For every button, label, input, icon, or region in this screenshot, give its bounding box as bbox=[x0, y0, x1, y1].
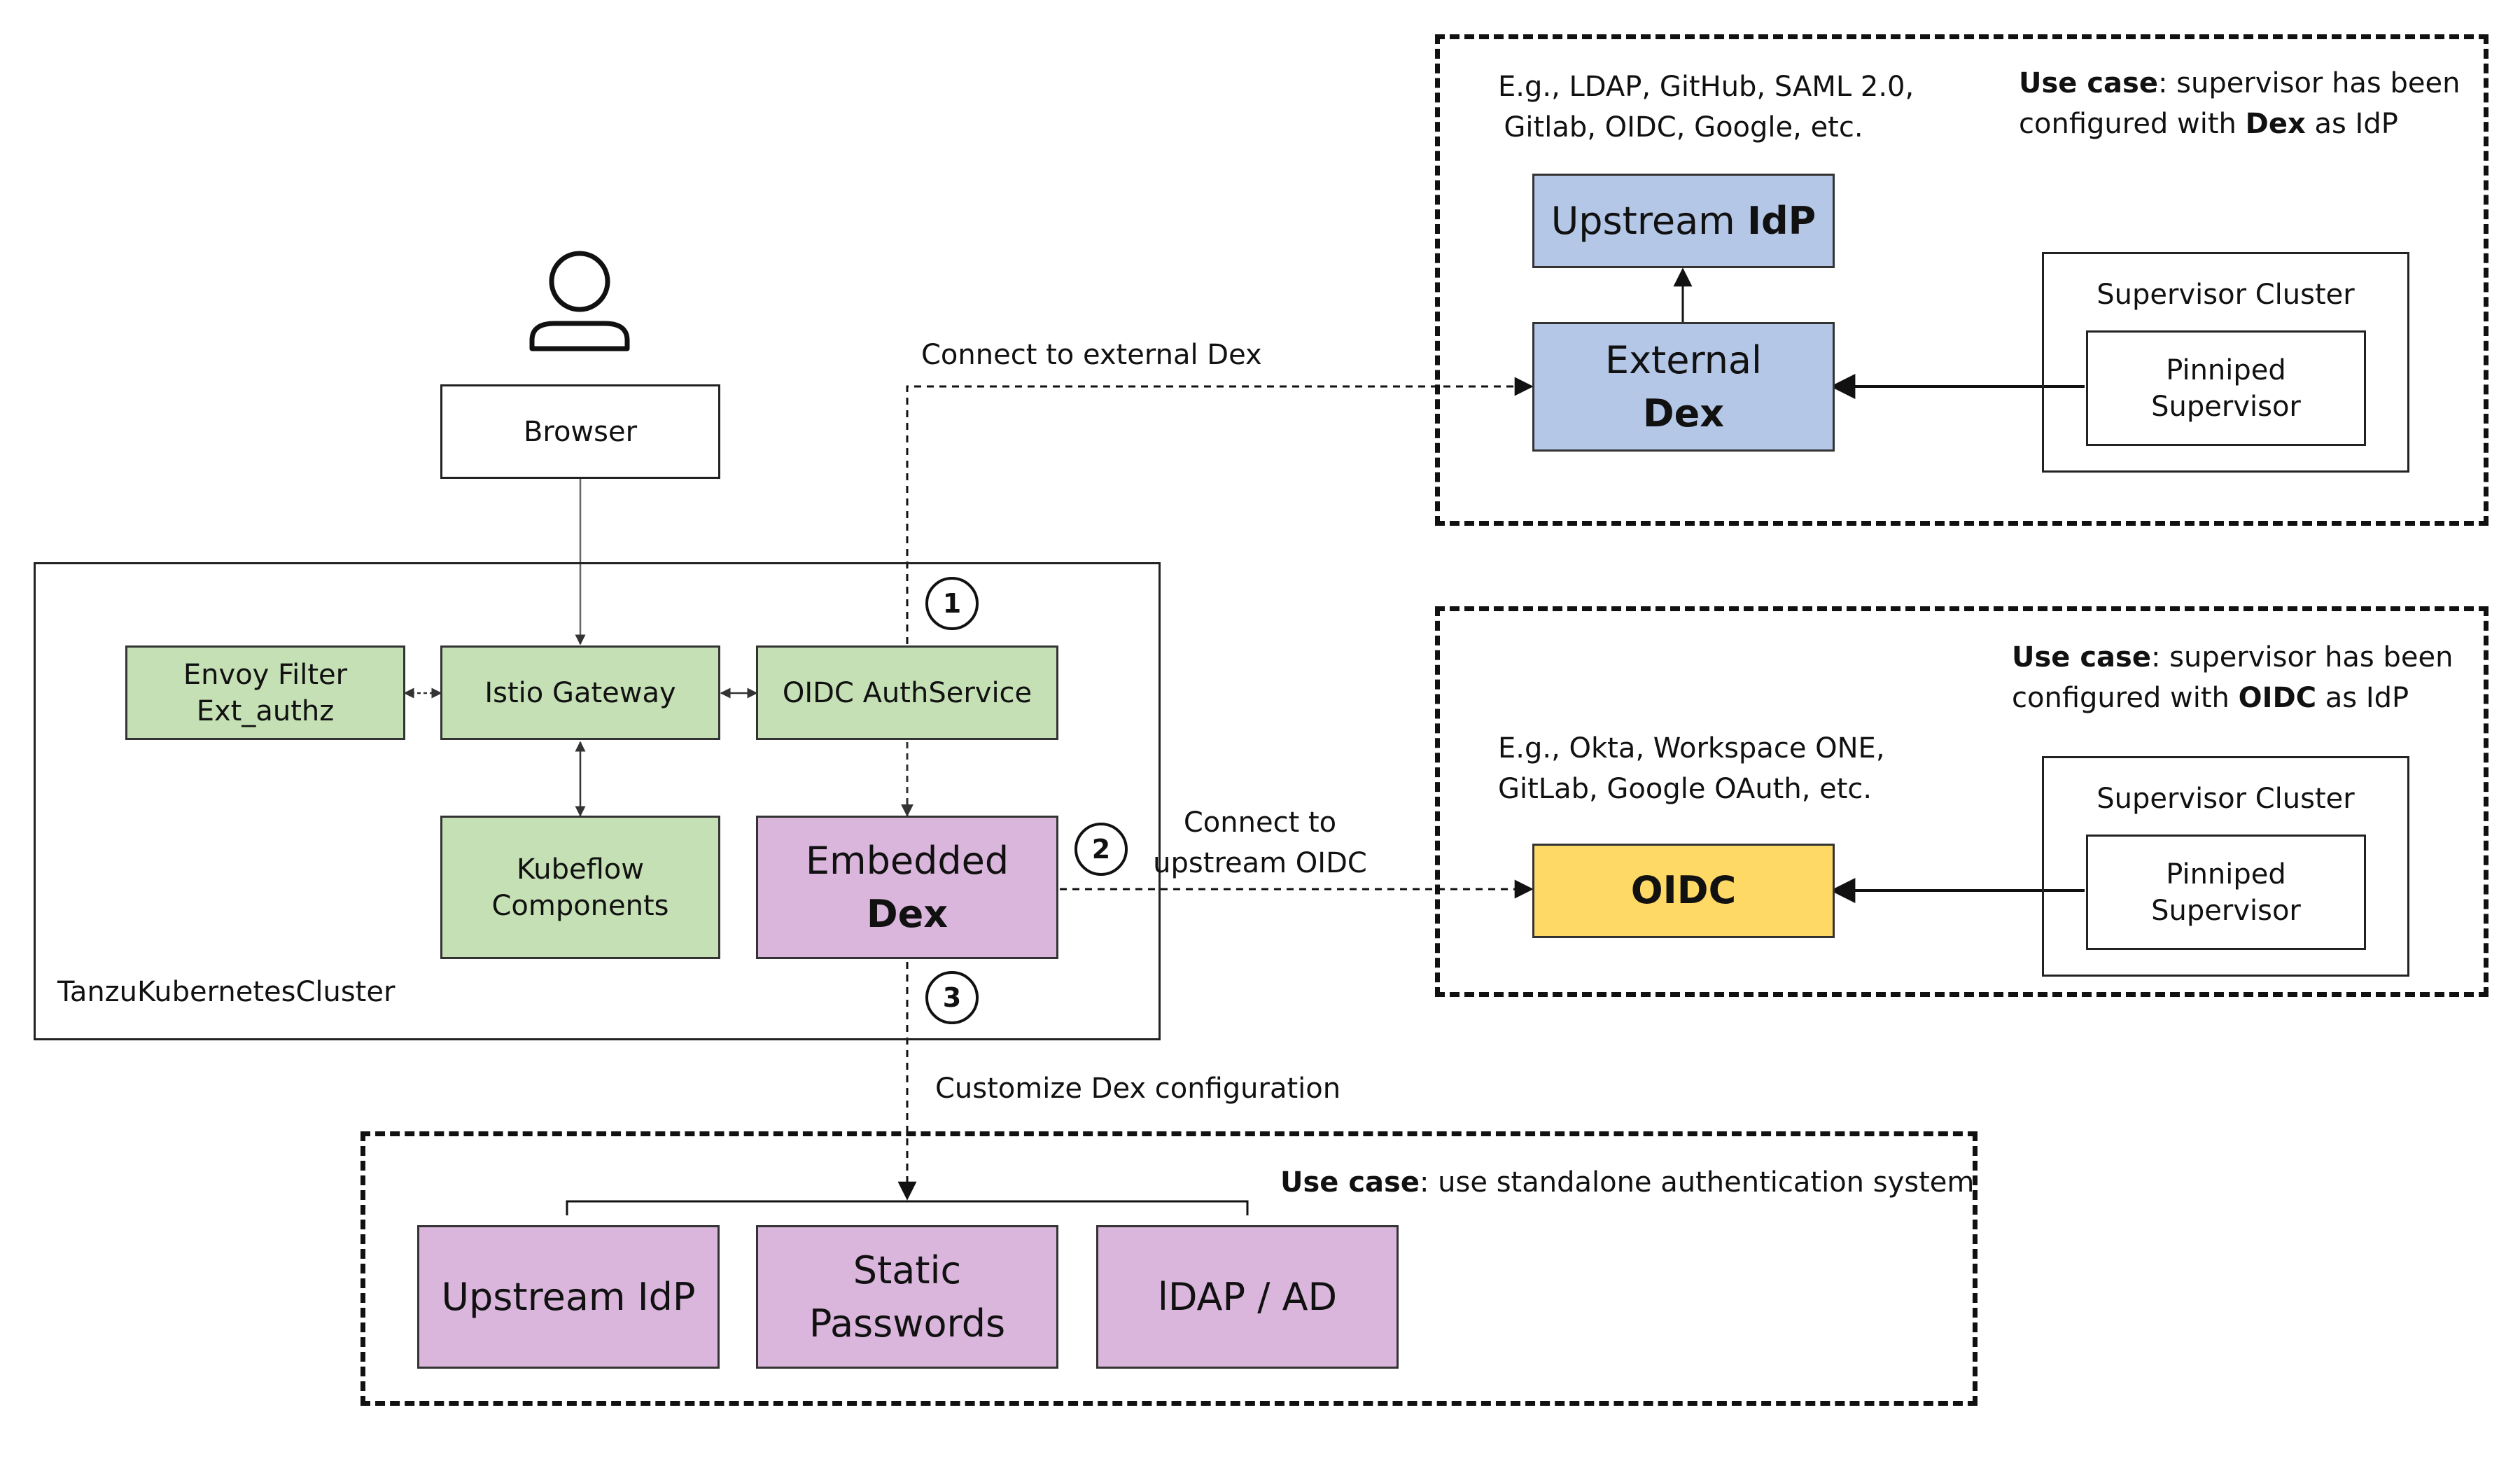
embedded-dex-box: Embedded Dex bbox=[756, 816, 1058, 959]
upstream-idp-bold: IdP bbox=[1746, 198, 1816, 243]
oidc-examples-text: E.g., Okta, Workspace ONE, GitLab, Googl… bbox=[1498, 728, 1885, 809]
static-passwords-line1: Static bbox=[853, 1248, 962, 1292]
oidc-pinniped-line2: Supervisor bbox=[2151, 894, 2301, 927]
oidc-label: OIDC bbox=[1630, 868, 1737, 913]
istio-gateway-box: Istio Gateway bbox=[440, 645, 720, 740]
envoy-filter-box: Envoy Filter Ext_authz bbox=[125, 645, 405, 740]
standalone-usecase-bold: Use case bbox=[1280, 1166, 1420, 1199]
oidc-usecase-line2-post: as IdP bbox=[2316, 682, 2409, 714]
external-examples-line2: Gitlab, OIDC, Google, etc. bbox=[1504, 111, 1863, 144]
envoy-filter-line1: Envoy Filter bbox=[183, 658, 348, 691]
browser-label: Browser bbox=[523, 415, 638, 448]
external-dex-line2: Dex bbox=[1642, 391, 1725, 435]
oidc-usecase-line1-rest: : supervisor has been bbox=[2150, 641, 2454, 673]
oidc-usecase-line2-bold: OIDC bbox=[2238, 682, 2317, 714]
oidc-supervisor-cluster-label: Supervisor Cluster bbox=[2096, 783, 2355, 815]
envoy-filter-line2: Ext_authz bbox=[196, 694, 335, 727]
kubeflow-line1: Kubeflow bbox=[517, 853, 644, 886]
tanzu-cluster-label: TanzuKubernetesCluster bbox=[57, 976, 396, 1008]
external-usecase-line2-bold: Dex bbox=[2245, 108, 2306, 140]
oidc-usecase-bold: Use case bbox=[2012, 641, 2151, 673]
tanzu-cluster-frame bbox=[34, 562, 1161, 1040]
external-supervisor-cluster-label: Supervisor Cluster bbox=[2096, 279, 2355, 311]
oidc-examples-line1: E.g., Okta, Workspace ONE, bbox=[1498, 732, 1885, 765]
ldap-ad-label: lDAP / AD bbox=[1157, 1274, 1338, 1319]
external-examples-line1: E.g., LDAP, GitHub, SAML 2.0, bbox=[1498, 71, 1914, 103]
external-dex-box: External Dex bbox=[1532, 322, 1835, 452]
oidc-pinniped-line1: Pinniped bbox=[2166, 858, 2286, 891]
step-1-badge: 1 bbox=[925, 577, 979, 630]
connect-upstream-line2: upstream OIDC bbox=[1153, 847, 1367, 879]
ldap-ad-box: lDAP / AD bbox=[1096, 1225, 1399, 1369]
kubeflow-components-box: Kubeflow Components bbox=[440, 816, 720, 959]
external-usecase-line1-rest: : supervisor has been bbox=[2157, 67, 2460, 99]
upstream-idp-pre: Upstream bbox=[1550, 198, 1747, 243]
external-examples-text: E.g., LDAP, GitHub, SAML 2.0, Gitlab, OI… bbox=[1498, 67, 1914, 148]
oidc-usecase-line2-pre: configured with bbox=[2012, 682, 2239, 714]
browser-box: Browser bbox=[440, 384, 720, 479]
user-icon bbox=[524, 245, 636, 357]
connect-upstream-line1: Connect to bbox=[1183, 807, 1337, 839]
oidc-usecase-panel bbox=[1435, 606, 2488, 997]
external-dex-usecase-panel bbox=[1435, 34, 2488, 526]
oidc-authservice-label: OIDC AuthService bbox=[782, 676, 1032, 709]
upstream-idp-box: Upstream IdP bbox=[1532, 174, 1835, 268]
step-3-badge: 3 bbox=[925, 971, 979, 1024]
connect-external-dex-connector bbox=[906, 377, 1534, 644]
standalone-upstream-idp-box: Upstream IdP bbox=[417, 1225, 720, 1369]
embedded-dex-line1: Embedded bbox=[805, 838, 1009, 883]
options-bracket bbox=[566, 1200, 1249, 1215]
istio-gateway-label: Istio Gateway bbox=[484, 676, 676, 709]
standalone-usecase-text: Use case: use standalone authentication … bbox=[1280, 1162, 1974, 1203]
customize-dex-label: Customize Dex configuration bbox=[935, 1073, 1341, 1105]
external-usecase-line2-pre: configured with bbox=[2019, 108, 2246, 140]
embedded-dex-line2: Dex bbox=[866, 891, 948, 936]
step-2-badge: 2 bbox=[1074, 823, 1128, 876]
external-pinniped-box: Pinniped Supervisor bbox=[2086, 330, 2366, 446]
external-supervisor-cluster bbox=[2042, 252, 2409, 473]
oidc-box: OIDC bbox=[1532, 844, 1835, 938]
kubeflow-line2: Components bbox=[491, 889, 669, 922]
external-usecase-bold: Use case bbox=[2019, 67, 2158, 99]
connect-external-dex-label: Connect to external Dex bbox=[921, 339, 1262, 371]
oidc-usecase-text: Use case: supervisor has been configured… bbox=[2012, 637, 2453, 718]
standalone-usecase-rest: : use standalone authentication system bbox=[1419, 1166, 1975, 1199]
static-passwords-box: Static Passwords bbox=[756, 1225, 1058, 1369]
standalone-usecase-panel bbox=[360, 1131, 1977, 1406]
connect-upstream-oidc-label: Connect to upstream OIDC bbox=[1148, 802, 1372, 884]
standalone-upstream-idp-label: Upstream IdP bbox=[441, 1274, 696, 1319]
external-pinniped-line2: Supervisor bbox=[2151, 390, 2301, 423]
static-passwords-line2: Passwords bbox=[808, 1301, 1006, 1346]
oidc-authservice-box: OIDC AuthService bbox=[756, 645, 1058, 740]
oidc-examples-line2: GitLab, Google OAuth, etc. bbox=[1498, 773, 1872, 805]
external-pinniped-line1: Pinniped bbox=[2166, 354, 2286, 386]
external-dex-line1: External bbox=[1604, 337, 1763, 382]
external-usecase-line2-post: as IdP bbox=[2305, 108, 2398, 140]
oidc-supervisor-cluster bbox=[2042, 756, 2409, 977]
external-usecase-text: Use case: supervisor has been configured… bbox=[2019, 63, 2460, 144]
oidc-pinniped-box: Pinniped Supervisor bbox=[2086, 835, 2366, 950]
